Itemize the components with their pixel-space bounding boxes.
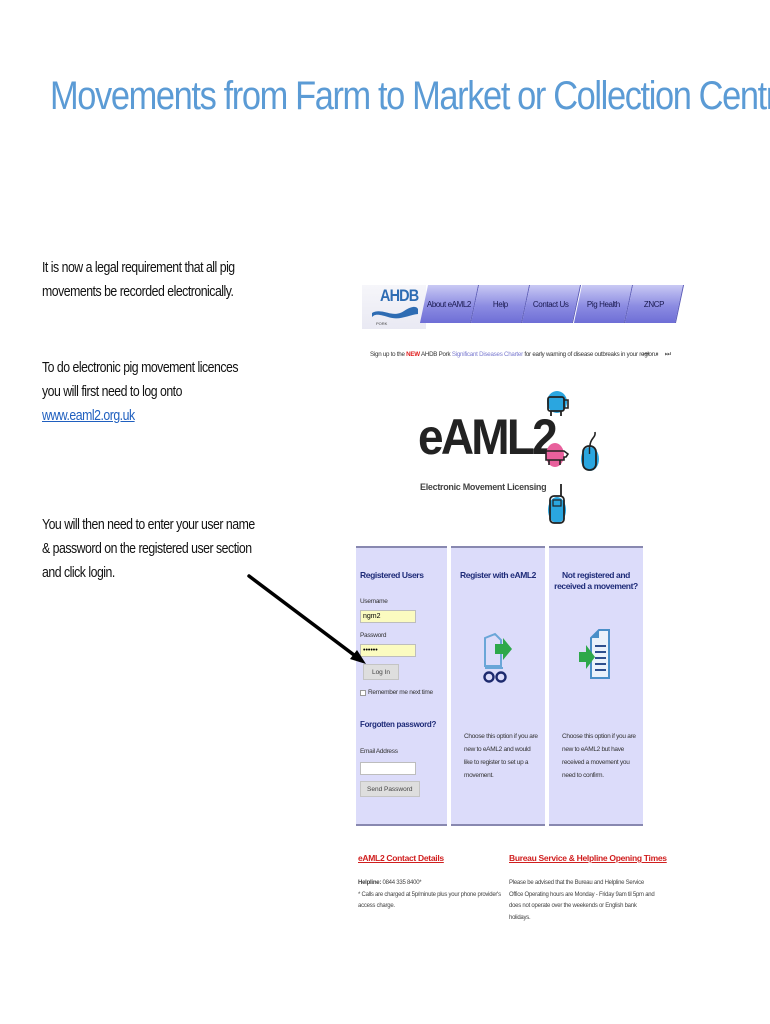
remember-me-checkbox[interactable] [360, 689, 366, 696]
computer-mouse-icon [581, 431, 599, 471]
news-ticker: Sign up to the NEW AHDB Pork Significant… [370, 351, 657, 358]
login-button[interactable]: Log In [363, 664, 399, 680]
registered-users-panel: Registered Users Username ngm2 Password … [356, 546, 447, 826]
register-description: Choose this option if you are new to eAM… [464, 733, 538, 779]
remember-me-row: Remember me next time [360, 689, 433, 696]
not-registered-panel[interactable]: Not registered and received a movement? … [549, 546, 643, 826]
username-label: Username [360, 598, 388, 605]
legal-requirement-text: It is now a legal requirement that all p… [42, 259, 235, 300]
contact-details-text: Helpline: 0844 335 8400* * Calls are cha… [358, 878, 503, 913]
nav-tab-contact[interactable]: Contact Us [522, 285, 582, 323]
charter-link[interactable]: Significant Diseases Charter [451, 351, 523, 358]
contact-details-heading[interactable]: eAML2 Contact Details [358, 853, 444, 863]
nav-tab-pig-health[interactable]: Pig Health [573, 285, 633, 323]
register-heading: Register with eAML2 [460, 570, 536, 580]
ticker-controls[interactable]: ⏮ ⏸ ⏭ [643, 351, 673, 358]
lorry-icon [547, 391, 569, 416]
opening-times-heading[interactable]: Bureau Service & Helpline Opening Times [509, 853, 667, 863]
register-panel[interactable]: Register with eAML2 Choose this option i… [451, 546, 545, 826]
username-input[interactable]: ngm2 [360, 610, 416, 623]
ahdb-logo-text: AHDB [380, 286, 419, 305]
helpline-number: 0844 335 8400* [381, 880, 422, 886]
eaml2-logo: eAML2 [418, 409, 558, 465]
ahdb-logo-subtext: PORK [376, 321, 388, 326]
ahdb-logo[interactable]: AHDB PORK [362, 285, 426, 329]
call-charge-note: * Calls are charged at 5p/minute plus yo… [358, 891, 501, 910]
new-badge: NEW [406, 351, 420, 358]
forgotten-password-heading: Forgotten password? [360, 720, 437, 729]
login-instruction-body: To do electronic pig movement licences y… [42, 359, 238, 400]
site-header: AHDB PORK About eAML2 Help Contact Us Pi… [362, 285, 685, 329]
nav-tab-about[interactable]: About eAML2 [419, 285, 480, 323]
email-address-input[interactable] [360, 762, 416, 775]
remember-me-label: Remember me next time [368, 689, 433, 696]
password-input[interactable]: •••••• [360, 644, 416, 657]
nav-tab-zncp[interactable]: ZNCP [624, 285, 685, 323]
registered-users-heading: Registered Users [360, 570, 424, 580]
password-label: Password [360, 632, 387, 639]
not-registered-heading: Not registered and received a movement? [554, 570, 638, 591]
pig-icon [545, 443, 570, 467]
wave-icon [372, 306, 418, 319]
email-address-label: Email Address [360, 748, 398, 755]
opening-times-text: Please be advised that the Bureau and He… [509, 880, 655, 921]
mobile-phone-icon [548, 484, 566, 524]
lorry-arrow-icon[interactable] [481, 630, 513, 686]
eaml2-website-link[interactable]: www.eaml2.org.uk [42, 407, 135, 424]
send-password-button[interactable]: Send Password [360, 781, 420, 797]
not-registered-description: Choose this option if you are new to eAM… [562, 733, 636, 779]
credentials-instruction-text: You will then need to enter your user na… [42, 516, 255, 581]
document-arrow-icon[interactable] [577, 628, 613, 684]
login-instruction-text: To do electronic pig movement licences y… [42, 356, 255, 428]
nav-tab-help[interactable]: Help [471, 285, 531, 323]
nav-tabs: About eAML2 Help Contact Us Pig Health Z… [419, 285, 685, 323]
helpline-label: Helpline: [358, 880, 382, 886]
eaml2-tagline: Electronic Movement Licensing [420, 482, 547, 492]
page-title: Movements from Farm to Market or Collect… [50, 74, 770, 118]
